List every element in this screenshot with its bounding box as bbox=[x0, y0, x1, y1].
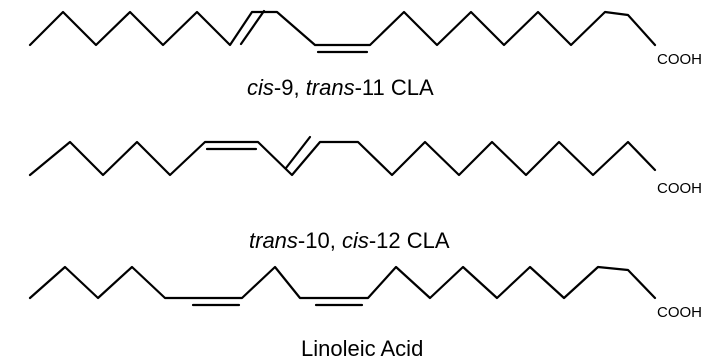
caption-part: cis bbox=[247, 75, 274, 100]
molecule-caption: trans-10, cis-12 CLA bbox=[249, 228, 450, 253]
double-bond-trans-10 bbox=[284, 135, 312, 170]
caption-part: Linoleic Acid bbox=[301, 336, 423, 361]
carboxyl-group-label: COOH bbox=[657, 180, 702, 197]
caption-part: -11 CLA bbox=[355, 75, 434, 100]
caption-part: -10, bbox=[298, 228, 342, 253]
caption-part: cis bbox=[342, 228, 369, 253]
carbon-chain bbox=[28, 265, 657, 300]
carboxyl-group-label: COOH bbox=[657, 304, 702, 321]
caption-part: -9, bbox=[274, 75, 306, 100]
molecule-linoleic-acid: COOH Linoleic Acid bbox=[28, 265, 702, 361]
carboxyl-group-label: COOH bbox=[657, 51, 702, 68]
carbon-chain bbox=[28, 140, 657, 177]
caption-part: trans bbox=[306, 75, 355, 100]
double-bond-trans-11 bbox=[239, 9, 266, 46]
molecule-cis9-trans11-cla: COOH cis-9, trans-11 CLA bbox=[28, 9, 702, 100]
molecule-caption: Linoleic Acid bbox=[301, 336, 423, 361]
caption-part: trans bbox=[249, 228, 298, 253]
carbon-chain bbox=[28, 10, 657, 47]
caption-part: -12 CLA bbox=[369, 228, 450, 253]
molecule-trans10-cis12-cla: COOH trans-10, cis-12 CLA bbox=[28, 135, 702, 253]
molecule-caption: cis-9, trans-11 CLA bbox=[247, 75, 434, 100]
